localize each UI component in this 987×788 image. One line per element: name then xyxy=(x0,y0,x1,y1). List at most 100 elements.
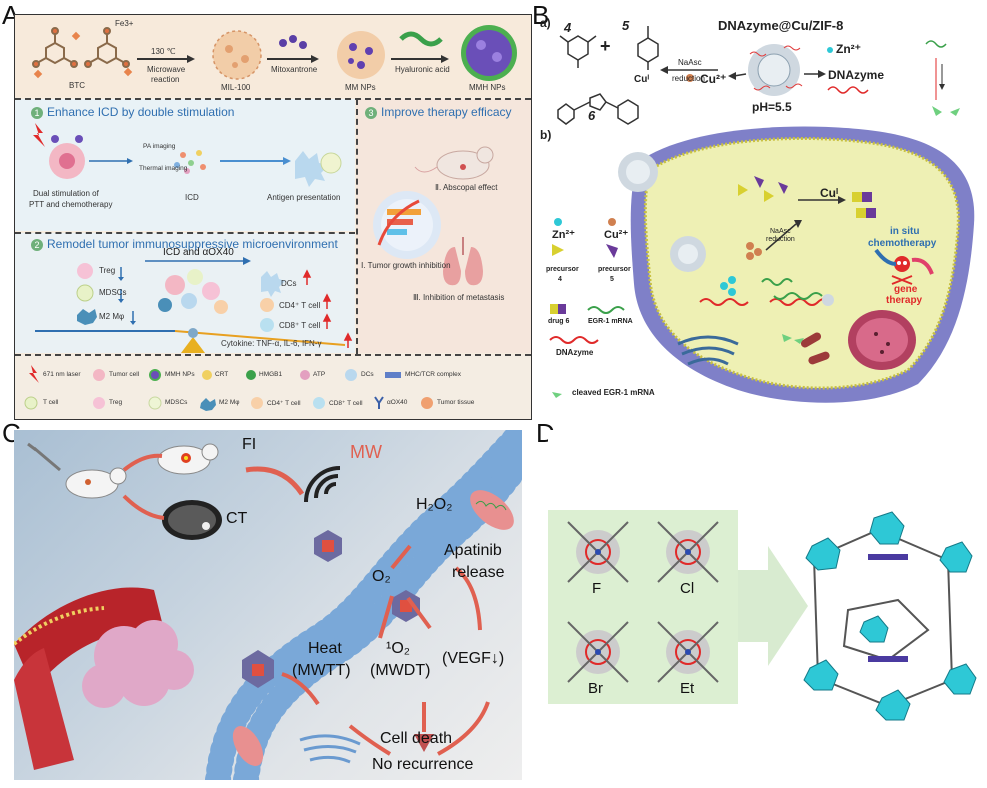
zn-label: Zn²⁺ xyxy=(836,42,861,56)
cleaved-mrna-icon xyxy=(782,334,804,344)
mhc-tcr-legend-icon xyxy=(385,372,401,378)
legend-aox40: αOX40 xyxy=(387,399,408,406)
mil-label: MIL-100 xyxy=(221,83,251,92)
ligand-et-label: Et xyxy=(680,680,695,697)
pathway-arrows xyxy=(281,544,490,756)
legend-precursor5-number: 5 xyxy=(610,276,614,283)
section-remodel-tme xyxy=(15,233,355,353)
nanoparticle-icon xyxy=(242,650,274,688)
nucleus-icon xyxy=(848,310,916,370)
cu2-dot-icon xyxy=(686,74,694,82)
fe-label: Fe3+ xyxy=(115,19,134,28)
legend-precursor5-icon xyxy=(606,244,618,258)
mof-cage-icon xyxy=(803,511,977,721)
panel-b-graphics xyxy=(549,26,975,403)
ct-image-icon xyxy=(162,500,222,540)
naasc-label: NaAsc xyxy=(678,58,702,67)
legend-dnazyme-icon xyxy=(549,336,599,344)
mouse-icon xyxy=(414,146,494,180)
lungs-icon xyxy=(443,237,483,286)
atp-legend-icon xyxy=(300,370,310,380)
mm-nps-label: MM NPs xyxy=(345,83,376,92)
skull-icon xyxy=(891,256,913,285)
mitochondria-icon xyxy=(470,490,514,530)
big-arrow-icon xyxy=(738,546,808,666)
section1-number: 1 xyxy=(31,107,43,119)
vegf-label: (VEGF↓) xyxy=(442,650,505,667)
synthesis-section xyxy=(15,15,531,97)
dcs-icon xyxy=(261,271,285,297)
panel-d: F Cl Br Et xyxy=(548,430,978,780)
mwdt-label: (MWDT) xyxy=(370,662,431,679)
m2-legend-icon xyxy=(200,398,216,411)
icd-particles-icon xyxy=(174,150,206,174)
t-cell-legend-icon xyxy=(24,396,38,410)
heat-label: Heat xyxy=(308,640,342,657)
legend-dcs: DCs xyxy=(361,371,374,378)
cd8-label: CD8⁺ T cell xyxy=(279,321,321,330)
legend-dnazyme-label: DNAzyme xyxy=(556,348,594,357)
zn-dot-icon xyxy=(827,47,833,53)
tumor-inhibition-chart-icon xyxy=(373,191,441,259)
legend-cleaved-label: cleaved EGR-1 mRNA xyxy=(572,388,655,397)
panel-c: FI CT MW H₂O₂ O₂ Apatinib release Heat (… xyxy=(14,430,522,780)
porphyrin-ligand-icon xyxy=(567,521,629,583)
cytokine-label: Cytokine: TNF-α, IL-6, IFN-γ xyxy=(221,339,322,348)
legend-atp: ATP xyxy=(313,371,326,378)
treg-label: Treg xyxy=(99,266,116,275)
microwave-label: Microwave xyxy=(147,65,186,74)
m2-label: M2 Mφ xyxy=(99,312,125,321)
dcs-label: DCs xyxy=(281,279,297,288)
tumor-cell-icon xyxy=(49,135,85,179)
porphyrin-ligand-icon xyxy=(567,621,629,683)
legend-cd8: CD8⁺ T cell xyxy=(329,400,363,407)
legend-cleaved-icon xyxy=(552,392,562,398)
legend-cu-label: Cu²⁺ xyxy=(604,229,629,241)
tumor-growth-label: Ⅰ. Tumor growth inhibition xyxy=(361,261,451,270)
mdscs-icon xyxy=(76,284,94,302)
immune-cluster-icon xyxy=(158,269,228,314)
legend-tumor-tissue: Tumor tissue xyxy=(437,399,475,406)
o2-label: O₂ xyxy=(372,568,391,585)
mdscs-label: MDSCs xyxy=(99,288,127,297)
btc-label: BTC xyxy=(69,81,85,90)
legend-zn-label: Zn²⁺ xyxy=(552,229,575,241)
tumor-mass-icon xyxy=(82,620,194,708)
hmgb1-legend-icon xyxy=(246,370,256,380)
legend-mdscs: MDSCs xyxy=(165,399,188,406)
in-situ-label: in situ xyxy=(890,226,920,237)
legend-drug6-icon xyxy=(550,304,566,314)
egr1-mrna-cleavage-icon xyxy=(925,40,960,116)
microwave-waves-icon xyxy=(304,466,341,503)
porphyrin-ligand-icon xyxy=(657,621,719,683)
plus-sign: + xyxy=(600,36,611,56)
legend-m2: M2 Mφ xyxy=(219,399,240,406)
drug-6-icon xyxy=(852,192,876,218)
mitochondria-icon xyxy=(232,726,264,766)
legend-hmgb1: HMGB1 xyxy=(259,371,283,378)
syringe-icon xyxy=(27,442,61,472)
treg-legend-icon xyxy=(93,397,105,409)
hyaluronic-label: Hyaluronic acid xyxy=(395,65,450,74)
icd-aox40-label: ICD and αOX40 xyxy=(163,247,234,258)
panel-label-b: B xyxy=(532,0,550,30)
ph-label: pH=5.5 xyxy=(752,100,792,114)
compound-6-label: 6 xyxy=(588,108,596,123)
drug-precursors-icon xyxy=(738,176,788,202)
cell-death-label: Cell death xyxy=(380,730,453,747)
legend-cu-icon xyxy=(608,218,616,226)
btc-molecule-icon xyxy=(32,27,133,79)
zn-dots-icon xyxy=(720,276,736,296)
temp-label: 130 ℃ xyxy=(151,47,176,56)
dual-stimulation-label: Dual stimulation of xyxy=(33,189,99,198)
reaction-label: reaction xyxy=(151,75,180,84)
sub-label-a: a) xyxy=(540,16,551,30)
cu2-label: Cu²⁺ xyxy=(700,72,727,86)
blood-vessel-icon xyxy=(14,587,164,770)
mitoxantrone-dots-icon xyxy=(279,35,307,49)
cu2-dots-icon xyxy=(746,242,762,260)
balance-icon xyxy=(181,337,205,353)
porphyrin-ligand-icon xyxy=(657,521,719,583)
